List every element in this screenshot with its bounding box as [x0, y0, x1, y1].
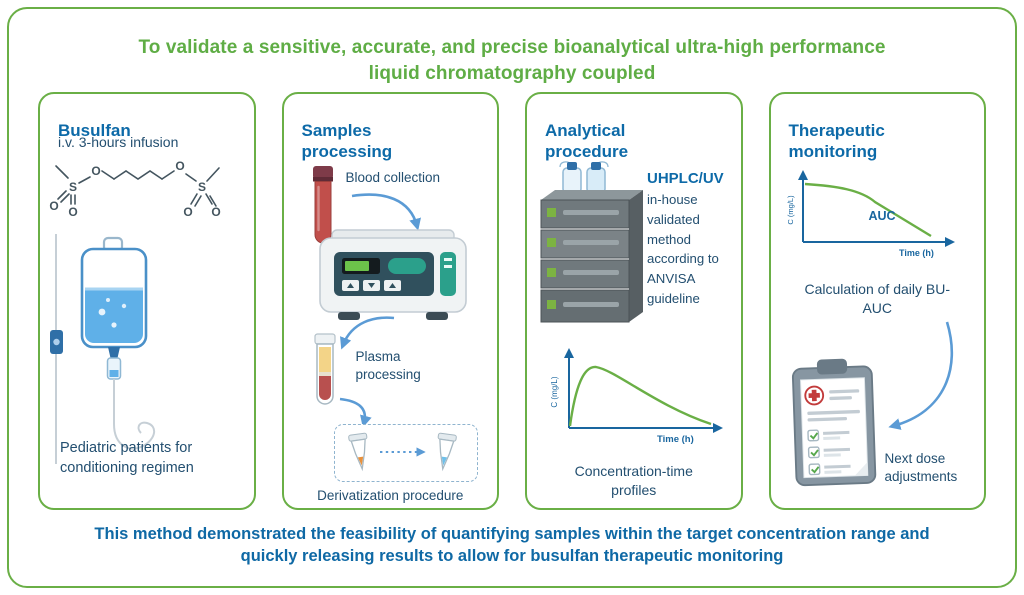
panel-samples-title: Samples processing [301, 121, 393, 161]
clipboard-icon [791, 358, 876, 487]
footer-text: This method demonstrated the feasibility… [94, 525, 930, 566]
svg-text:O: O [91, 164, 100, 178]
svg-text:S: S [69, 180, 77, 194]
svg-text:C (mg/L): C (mg/L) [786, 195, 795, 225]
svg-text:O: O [175, 159, 184, 173]
svg-text:AUC: AUC [868, 209, 895, 223]
checklist [806, 429, 851, 476]
svg-text:O: O [68, 205, 77, 219]
arrow-auc-to-clipboard [887, 321, 953, 430]
busulfan-caption: Pediatric patients for conditioning regi… [60, 440, 194, 476]
busulfan-subtitle: i.v. 3-hours infusion [58, 134, 179, 150]
derivatization-tubes-icon [347, 432, 457, 472]
microtube-orange-icon [347, 432, 367, 472]
concentration-time-chart: C (mg/L) Time (h) [550, 348, 723, 445]
panels-row: Busulfan i.v. 3-hours infusion [38, 92, 986, 510]
centrifuge-icon [318, 229, 467, 320]
main-title: To validate a sensitive, accurate, and p… [138, 36, 886, 84]
panel-analytical-procedure: Analytical procedure [525, 92, 743, 510]
panel-therapeutic-monitoring: Therapeutic monitoring C (mg/L) Time (h)… [768, 92, 986, 510]
uhplc-instrument-icon [540, 161, 643, 323]
concentration-profiles-caption: Concentration-time profiles [574, 463, 693, 498]
plasma-tube-icon [313, 333, 336, 405]
plasma-processing-label: Plasma processing [355, 349, 421, 383]
svg-text:O: O [211, 205, 220, 219]
method-name: UHPLC/UV [647, 170, 724, 187]
derivatization-box [333, 424, 478, 482]
panel-analytical-title: Analytical procedure [545, 121, 629, 161]
svg-text:O: O [49, 199, 58, 213]
busulfan-structure-icon: S O O O O S O O [49, 159, 220, 219]
method-description: in-house validated method according to A… [647, 192, 719, 306]
svg-text:C (mg/L): C (mg/L) [550, 376, 559, 407]
iv-bag-icon [50, 234, 155, 464]
blood-tube-icon [312, 166, 333, 244]
auc-chart: C (mg/L) Time (h) AUC [786, 170, 955, 258]
panel-therapeutic-title: Therapeutic monitoring [788, 121, 885, 161]
next-dose-caption: Next dose adjustments [884, 451, 958, 485]
svg-text:Time (h): Time (h) [657, 434, 694, 445]
panel-samples-processing: Samples processing Blood collection [281, 92, 499, 510]
arrow-centrifuge-to-plasma [339, 316, 394, 350]
red-cross-icon [803, 385, 824, 406]
blood-collection-label: Blood collection [345, 170, 441, 185]
panel-busulfan: Busulfan i.v. 3-hours infusion [38, 92, 256, 510]
calc-auc-caption: Calculation of daily BU-AUC [804, 281, 950, 316]
arrow-plasma-to-derivatization [339, 397, 372, 428]
svg-text:S: S [198, 180, 206, 194]
svg-text:O: O [183, 205, 192, 219]
arrow-blood-to-centrifuge [351, 193, 421, 231]
microtube-blue-icon [437, 432, 457, 472]
svg-text:Time (h): Time (h) [899, 248, 934, 258]
derivatization-caption: Derivatization procedure [317, 488, 464, 503]
panel-busulfan-title: Busulfan [58, 121, 131, 141]
